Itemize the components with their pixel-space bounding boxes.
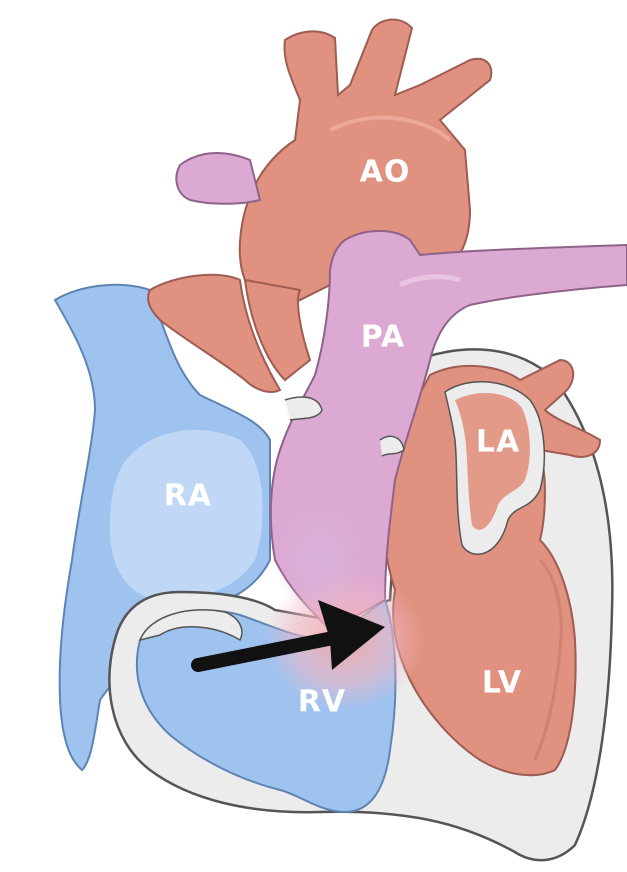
label-la: LA bbox=[476, 425, 520, 460]
label-ra: RA bbox=[164, 479, 212, 514]
pa-glow bbox=[275, 505, 365, 615]
label-ao: AO bbox=[360, 155, 411, 190]
aorta-shape bbox=[148, 20, 491, 392]
label-lv: LV bbox=[482, 666, 522, 701]
label-pa: PA bbox=[361, 320, 405, 355]
label-rv: RV bbox=[298, 685, 346, 720]
